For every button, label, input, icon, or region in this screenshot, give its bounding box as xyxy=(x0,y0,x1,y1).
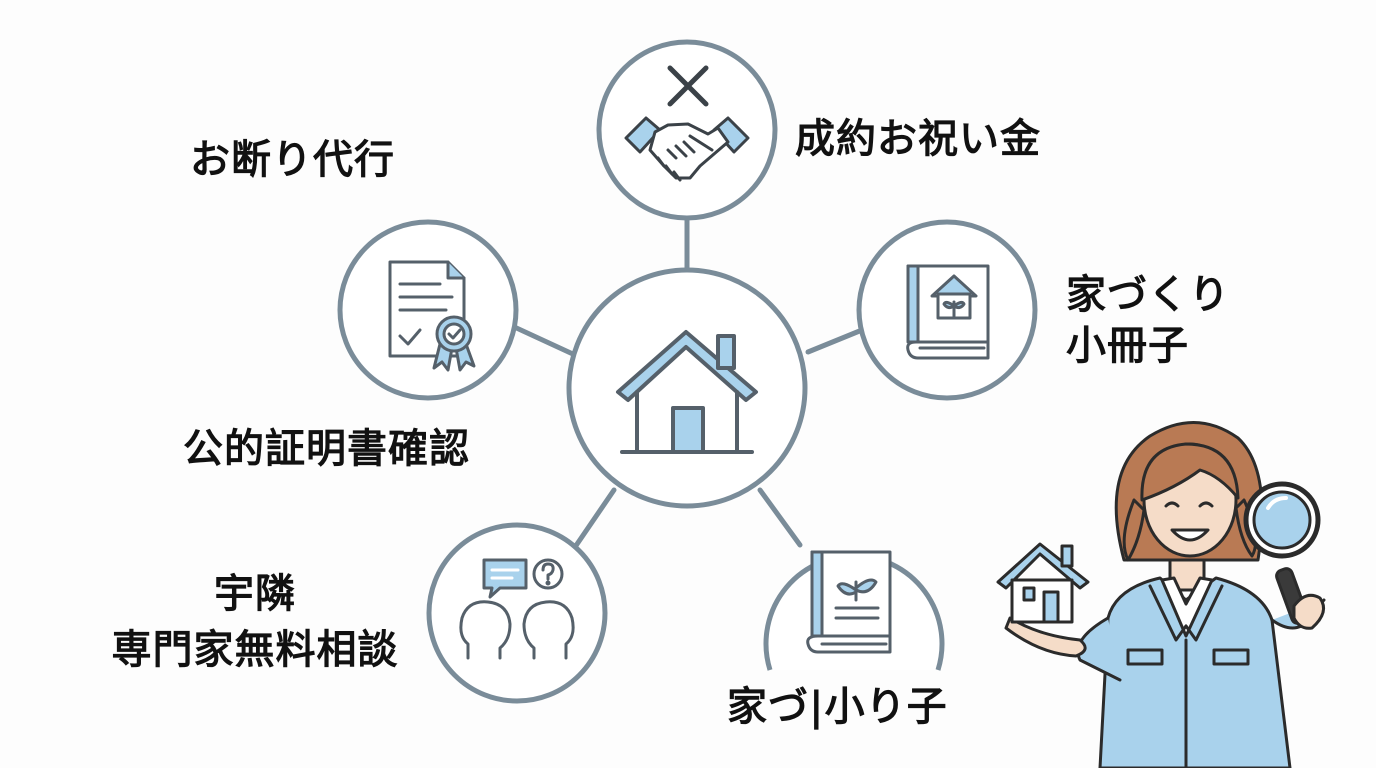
conversation-icon xyxy=(459,558,575,660)
connector-booklet xyxy=(805,327,865,355)
label-booklet2: 家づ|小り子 xyxy=(727,684,948,730)
house-icon xyxy=(616,330,758,454)
label-consult: 宇隣 専門家無料相談 xyxy=(85,566,425,678)
house-book-icon xyxy=(906,264,990,360)
bonus-node xyxy=(596,39,778,221)
label-consult-line-2: 専門家無料相談 xyxy=(111,627,399,673)
label-bonus: 成約お祝い金 xyxy=(795,116,1041,162)
label-consult-line-1: 宇隣 xyxy=(214,571,296,617)
booklet2-node xyxy=(763,550,945,671)
label-booklet-line-1: 家づくり xyxy=(1066,272,1230,318)
label-certificate: 公的証明書確認 xyxy=(183,426,470,472)
label-booklet-line-2: 小冊子 xyxy=(1066,323,1189,370)
booklet-node xyxy=(856,219,1038,401)
connectors xyxy=(507,215,865,553)
label-booklet: 家づくり 小冊子 xyxy=(1066,270,1230,372)
connector-booklet2 xyxy=(757,487,803,548)
consult-node xyxy=(426,522,608,704)
center-node xyxy=(566,267,808,509)
certificate-node xyxy=(337,219,519,401)
certificate-document-icon xyxy=(388,260,476,372)
inspector-woman-icon xyxy=(996,421,1326,768)
handshake-icon xyxy=(624,116,750,182)
connector-consult xyxy=(570,487,617,553)
cross-mark-icon xyxy=(667,65,709,107)
connector-certificate xyxy=(507,322,578,358)
plant-book-icon xyxy=(806,550,892,654)
label-refusal: お断り代行 xyxy=(190,137,395,183)
